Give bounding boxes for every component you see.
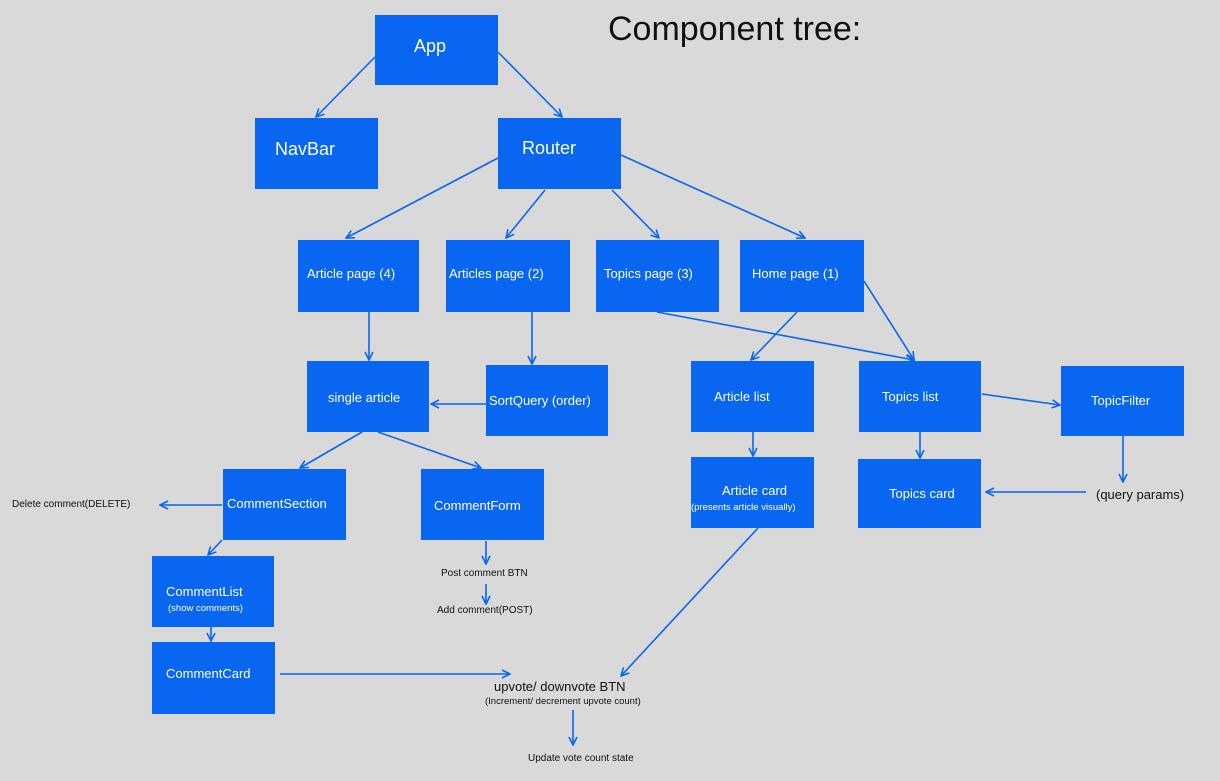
node-app: App [375,15,498,85]
node-topic-filter: TopicFilter [1061,366,1184,436]
label-add-comment: Add comment(POST) [437,605,533,616]
node-comment-card: CommentCard [152,642,275,714]
node-label: Article list [714,389,770,404]
label-query-params: (query params) [1096,487,1185,502]
arrow-article-card-vote [621,527,759,676]
node-sublabel: (presents article visually) [691,502,796,513]
arrow-topics-page-topics-list [656,311,914,360]
node-label: CommentCard [166,666,251,681]
arrow-router-home-page [620,154,805,238]
arrow-single-article-comment-form [377,431,481,468]
node-label: Article page (4) [307,266,396,281]
node-comment-form: CommentForm [421,469,544,540]
node-label: CommentSection [227,496,327,511]
node-article-page: Article page (4) [298,240,419,312]
node-label: single article [328,390,401,405]
node-navbar: NavBar [255,118,378,189]
node-article-list: Article list [691,361,814,432]
node-label: CommentList [166,584,243,599]
node-label: Topics card [889,486,955,501]
node-label: CommentForm [434,498,521,513]
node-label: SortQuery (order) [489,393,591,408]
node-sublabel: (show comments) [168,603,243,614]
arrow-home-page-topics-list [863,280,914,360]
node-label: Home page (1) [752,266,839,281]
label-vote-sub: (Increment/ decrement upvote count) [485,696,641,707]
node-single-article: single article [307,361,429,432]
label-update-vote: Update vote count state [528,753,634,764]
arrow-comment-section-comment-list [208,539,223,555]
label-post-comment-btn: Post comment BTN [441,568,528,579]
node-articles-page: Articles page (2) [446,240,570,312]
node-label: NavBar [275,139,336,159]
node-article-card: Article card (presents article visually) [691,457,814,528]
arrow-single-article-comment-section [300,431,363,468]
arrow-topics-list-topic-filter [981,393,1060,405]
node-topics-page: Topics page (3) [596,240,719,312]
node-comment-list: CommentList (show comments) [152,556,274,627]
arrow-app-router [497,51,562,117]
arrow-router-topics-page [611,189,659,238]
node-label: TopicFilter [1091,393,1151,408]
node-label: Articles page (2) [449,266,544,281]
node-label: App [414,36,447,56]
node-home-page: Home page (1) [740,240,864,312]
node-label: Router [522,138,577,158]
node-label: Topics page (3) [604,266,693,281]
node-label: Topics list [882,389,939,404]
node-sort-query: SortQuery (order) [486,365,608,436]
label-delete-comment: Delete comment(DELETE) [12,499,131,510]
label-vote-btn: upvote/ downvote BTN [494,679,626,694]
arrow-router-article-page [346,157,499,238]
node-topics-card: Topics card [858,459,981,528]
arrow-app-navbar [316,56,376,117]
node-comment-section: CommentSection [223,469,346,540]
node-label: Article card [722,483,788,498]
node-topics-list: Topics list [859,361,981,432]
arrow-router-articles-page [506,189,546,238]
arrow-home-page-article-list [751,311,798,360]
node-router: Router [498,118,621,189]
page-title: Component tree: [608,10,862,48]
